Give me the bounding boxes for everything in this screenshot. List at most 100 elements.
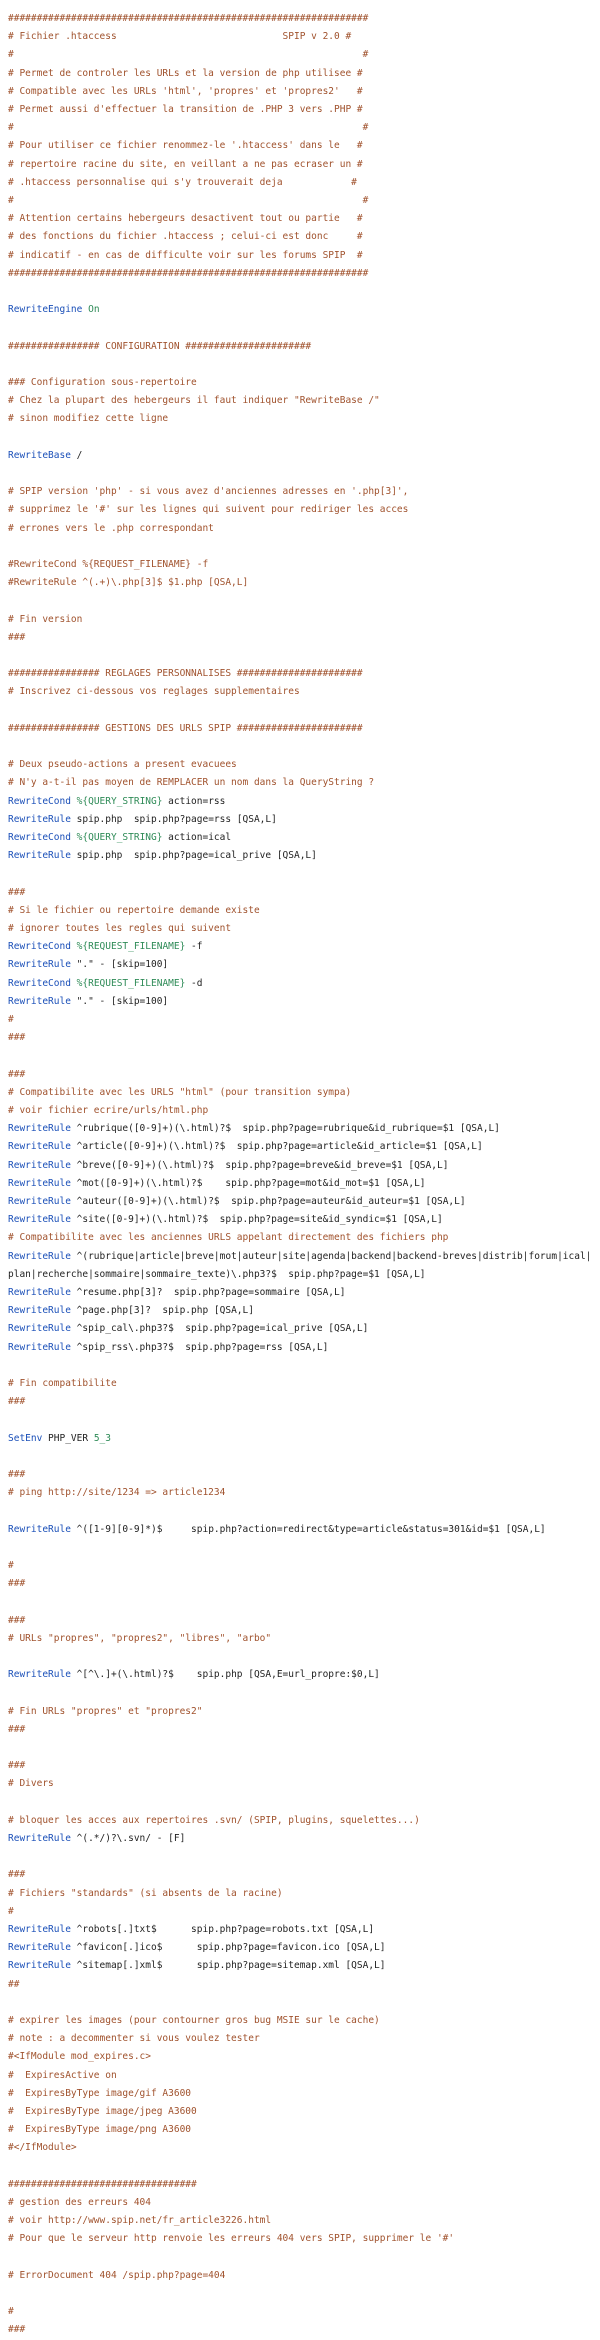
comment-token: #</IfModule> [8,2142,77,2154]
code-line: # Pour utiliser ce fichier renommez-le '… [8,137,592,155]
comment-token: # note : a decommenter si vous voulez te… [8,2033,260,2045]
comment-token: ########################################… [8,13,369,24]
code-line: RewriteCond %{QUERY_STRING} action=ical [8,829,592,847]
directive-token: RewriteRule [8,1923,71,1935]
code-line: RewriteRule ^spip_cal\.php3?$ spip.php?p… [8,1320,592,1338]
variable-token: %{REQUEST_FILENAME} [76,977,186,989]
blank-line [8,647,592,665]
text-token: ^(.*/)?\.svn/ - [F] [70,1832,186,1844]
blank-line [8,738,592,756]
comment-token: # [8,2306,14,2318]
code-line: RewriteRule ^spip_rss\.php3?$ spip.php?p… [8,1339,592,1357]
code-line: RewriteRule ^resume.php[3]? spip.php?pag… [8,1284,592,1302]
comment-token: # ignorer toutes les regles qui suivent [8,922,232,934]
code-line: # Divers [8,1775,592,1793]
directive-token: RewriteRule [8,1669,71,1681]
blank-line [8,1047,592,1065]
code-line: #RewriteRule ^(.+)\.php[3]$ $1.php [QSA,… [8,574,592,592]
code-line: RewriteRule spip.php spip.php?page=rss [… [8,811,592,829]
code-line: ### [8,1575,592,1593]
comment-token: # ErrorDocument 404 /spip.php?page=404 [8,2269,226,2281]
blank-line [8,592,592,610]
code-line: # Compatibilite avec les anciennes URLS … [8,1229,592,1247]
comment-token: ### [8,886,26,898]
blank-line [8,1593,592,1611]
comment-token: # indicatif - en cas de difficulte voir … [8,249,363,261]
directive-token: RewriteRule [8,1123,71,1135]
code-line: RewriteRule ^breve([0-9]+)(\.html)?$ spi… [8,1157,592,1175]
directive-token: RewriteRule [8,1960,71,1972]
comment-token: # Fin compatibilite [8,1378,117,1390]
text-token: action=rss [162,795,226,807]
code-line: # Fin version [8,611,592,629]
directive-token: RewriteRule [8,1832,71,1844]
blank-line [8,1794,592,1812]
code-line: # ping http://site/1234 => article1234 [8,1484,592,1502]
code-line: RewriteRule ^auteur([0-9]+)(\.html)?$ sp… [8,1193,592,1211]
text-token: ^auteur([0-9]+)(\.html)?$ spip.php?page=… [70,1196,466,1208]
code-line: # des fonctions du fichier .htaccess ; c… [8,228,592,246]
code-line: # bloquer les acces aux repertoires .svn… [8,1812,592,1830]
comment-token: # Pour utiliser ce fichier renommez-le '… [8,140,363,152]
blank-line [8,1994,592,2012]
comment-token: # # [8,122,369,134]
code-line: #</IfModule> [8,2139,592,2157]
code-line: # ExpiresByType image/jpeg A3600 [8,2103,592,2121]
comment-token: # repertoire racine du site, en veillant… [8,158,363,170]
comment-token: ### Configuration sous-repertoire [8,377,197,389]
comment-token: # Permet de controler les URLs et la ver… [8,67,363,79]
comment-token: ################ REGLAGES PERSONNALISES … [8,668,363,680]
comment-token: # supprimez le '#' sur les lignes qui su… [8,504,409,516]
code-line: ################ REGLAGES PERSONNALISES … [8,665,592,683]
code-line: RewriteCond %{QUERY_STRING} action=rss [8,793,592,811]
code-line: ### [8,2321,592,2339]
code-line: ################ GESTIONS DES URLS SPIP … [8,720,592,738]
code-line: # Compatible avec les URLs 'html', 'prop… [8,83,592,101]
code-line: # Fichier .htaccess SPIP v 2.0 # [8,28,592,46]
text-token: spip.php spip.php?page=ical_prive [QSA,L… [70,850,317,862]
code-line: # Fichiers "standards" (si absents de la… [8,1885,592,1903]
directive-token: RewriteRule [8,1141,71,1153]
blank-line [8,865,592,883]
directive-token: RewriteRule [8,850,71,862]
comment-token: # Fichiers "standards" (si absents de la… [8,1887,283,1899]
variable-token: On [88,304,100,316]
code-line: # ignorer toutes les regles qui suivent [8,920,592,938]
code-line: ### [8,884,592,902]
variable-token: %{QUERY_STRING} [76,795,163,807]
directive-token: RewriteRule [8,1942,71,1954]
blank-line [8,2249,592,2267]
text-token: ^site([0-9]+)(\.html)?$ spip.php?page=si… [70,1214,443,1226]
directive-token: RewriteBase [8,449,71,461]
code-line: ## [8,1976,592,1994]
text-token: action=ical [162,831,232,843]
blank-line [8,319,592,337]
comment-token: ### [8,1869,26,1881]
code-line: ########################################… [8,10,592,28]
comment-token: # Si le fichier ou repertoire demande ex… [8,904,260,916]
code-line: # Fin compatibilite [8,1375,592,1393]
code-line: # repertoire racine du site, en veillant… [8,156,592,174]
text-token: ^spip_cal\.php3?$ spip.php?page=ical_pri… [70,1323,369,1335]
comment-token: # bloquer les acces aux repertoires .svn… [8,1814,420,1826]
code-line: # voir http://www.spip.net/fr_article322… [8,2212,592,2230]
code-line: RewriteCond %{REQUEST_FILENAME} -f [8,938,592,956]
blank-line [8,702,592,720]
code-line: RewriteRule ^(rubrique|article|breve|mot… [8,1248,592,1284]
directive-token: RewriteRule [8,1323,71,1335]
blank-line [8,2285,592,2303]
text-token: ^page.php[3]? spip.php [QSA,L] [70,1305,254,1317]
code-line: # SPIP version 'php' - si vous avez d'an… [8,483,592,501]
text-token: ^mot([0-9]+)(\.html)?$ spip.php?page=mot… [70,1177,426,1189]
code-line: ### [8,1466,592,1484]
comment-token: # gestion des erreurs 404 [8,2196,151,2208]
comment-token: # ExpiresByType image/jpeg A3600 [8,2105,197,2117]
code-line: RewriteRule "." - [skip=100] [8,956,592,974]
comment-token: ################ GESTIONS DES URLS SPIP … [8,722,363,734]
text-token: / [70,449,83,461]
comment-token: #RewriteRule ^(.+)\.php[3]$ $1.php [QSA,… [8,577,249,589]
comment-token: # voir fichier ecrire/urls/html.php [8,1105,209,1116]
text-token: -d [185,977,203,989]
blank-line [8,1848,592,1866]
comment-token: # .htaccess personnalise qui s'y trouver… [8,176,357,188]
